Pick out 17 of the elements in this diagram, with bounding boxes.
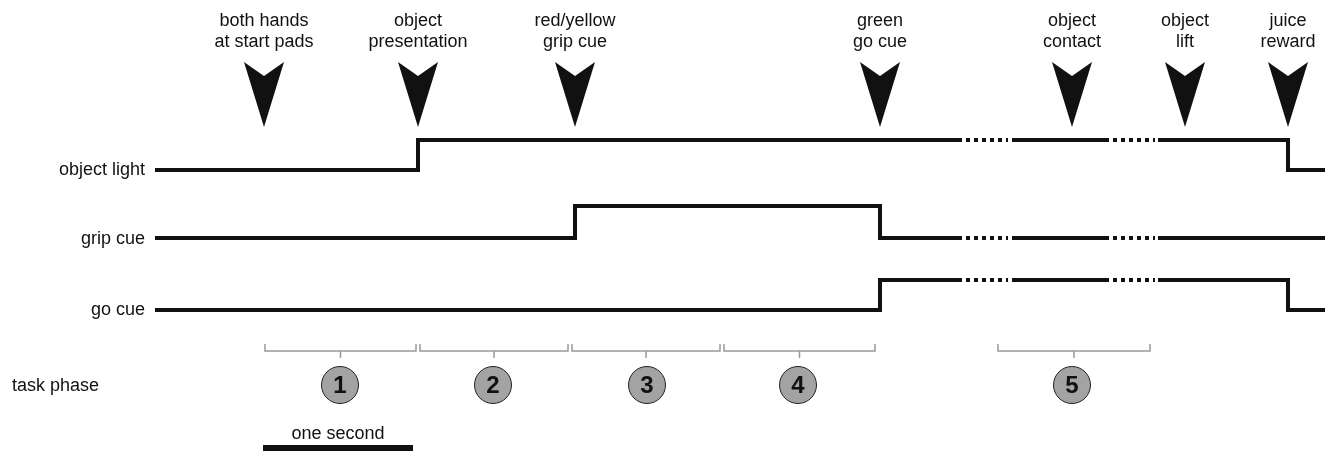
signal-label: go cue — [91, 299, 146, 320]
signal-label: task phase — [12, 375, 100, 396]
event-label: green go cue — [853, 10, 908, 52]
phase-circle: 5 — [1053, 366, 1091, 404]
event-label: juice reward — [1260, 10, 1316, 52]
event-label: object presentation — [368, 10, 468, 52]
signal-label: object light — [59, 159, 146, 180]
event-label: object contact — [1043, 10, 1102, 52]
phase-circle: 1 — [321, 366, 359, 404]
event-label: red/yellow grip cue — [534, 10, 616, 52]
phase-circle: 3 — [628, 366, 666, 404]
phase-circle: 4 — [779, 366, 817, 404]
event-label: both hands at start pads — [214, 10, 314, 52]
phase-circle: 2 — [474, 366, 512, 404]
signal-label: grip cue — [81, 228, 146, 249]
event-label: object lift — [1161, 10, 1210, 52]
scale-label: one second — [291, 423, 385, 444]
